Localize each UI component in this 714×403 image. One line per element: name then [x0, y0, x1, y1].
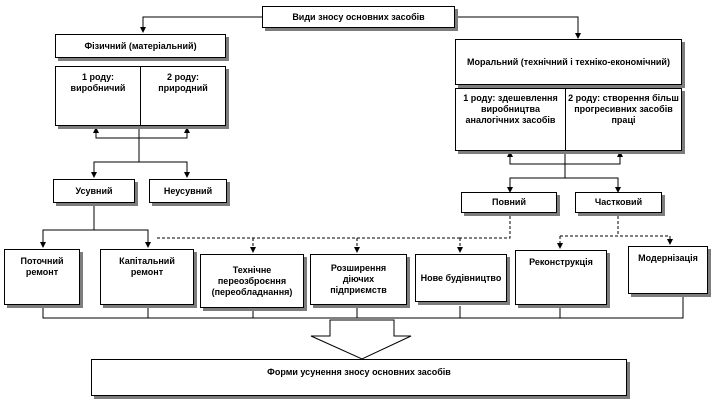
physical-kind1: 1 роду: виробничий [70, 72, 126, 93]
connector-title-physical [140, 16, 262, 33]
connector-full [507, 177, 565, 193]
moral-kind2: 2 роду: створення більш прогресивних зас… [568, 93, 679, 125]
moral-subtypes-box [455, 88, 682, 151]
moral-subtypes-divider [565, 88, 566, 151]
elimination-forms-box: Форми усунення зносу основних засобів [91, 359, 627, 396]
connector-removable [91, 161, 139, 178]
physical-subtypes-divider [140, 66, 141, 126]
connector-title-moral [454, 16, 581, 39]
moral-wear-box: Моральний (технічний і техніко-економічн… [455, 39, 682, 85]
bottom-bracket [42, 296, 684, 319]
removable-box: Усувний [53, 179, 135, 203]
form-capital-repair: Капітальний ремонт [100, 249, 194, 305]
form-technical-reequipment: Технічне переозброєння (переобладнання) [200, 254, 304, 308]
physical-kind2: 2 роду: природний [158, 72, 208, 93]
connector-physical-arrowhead-left [93, 127, 139, 139]
diagram-title-text: Види зносу основних засобів [292, 11, 425, 22]
form-reconstruction: Реконструкція [515, 250, 607, 305]
form-expansion: Розширення діючих підприємств [310, 254, 407, 305]
non-removable-box: Неусувний [149, 179, 227, 203]
form-new-construction: Нове будівництво [415, 254, 507, 302]
big-down-arrow [310, 319, 412, 360]
partial-box: Частковий [575, 192, 662, 213]
form-current-repair: Поточний ремонт [4, 249, 80, 305]
physical-wear-box: Фізичний (матеріальний) [55, 34, 226, 58]
connector-partial [565, 177, 621, 193]
diagram-title: Види зносу основних засобів [262, 6, 455, 28]
form-modernization: Модернізація [628, 246, 708, 294]
full-box: Повний [461, 192, 557, 213]
connector-physical-arrowhead-right [139, 127, 190, 139]
moral-kind1: 1 роду: здешевлення виробництва аналогіч… [463, 93, 558, 125]
connector-non-removable [139, 161, 190, 178]
